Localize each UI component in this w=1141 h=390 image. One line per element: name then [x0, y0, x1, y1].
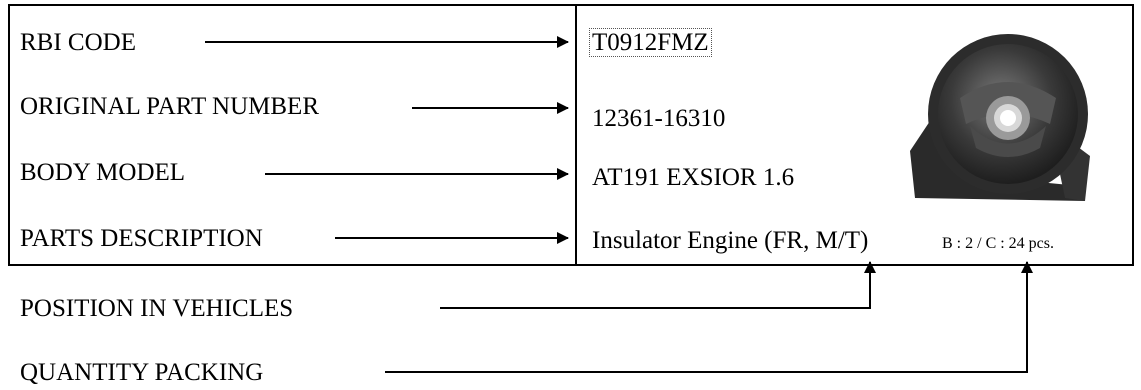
- spec-table: [8, 4, 1134, 266]
- label-position-in-vehicles: POSITION IN VEHICLES: [20, 295, 294, 322]
- value-quantity-packing: B : 2 / C : 24 pcs.: [942, 235, 1055, 252]
- label-rbi-code: RBI CODE: [20, 29, 136, 56]
- column-divider: [575, 4, 577, 266]
- label-quantity-packing: QUANTITY PACKING: [20, 359, 264, 386]
- connector-quantity-packing: [385, 261, 1033, 373]
- value-parts-description: Insulator Engine (FR, M/T): [592, 227, 869, 254]
- value-body-model: AT191 EXSIOR 1.6: [592, 164, 795, 191]
- label-parts-description: PARTS DESCRIPTION: [20, 225, 263, 252]
- label-body-model: BODY MODEL: [20, 159, 186, 186]
- label-original-part-number: ORIGINAL PART NUMBER: [20, 93, 319, 120]
- value-rbi-code: T0912FMZ: [589, 28, 712, 58]
- value-original-part-number: 12361-16310: [592, 105, 726, 132]
- rbi-code-box: T0912FMZ: [589, 28, 712, 57]
- connector-position-in-vehicles: [440, 261, 876, 309]
- engine-mount-photo-icon: [910, 34, 1090, 201]
